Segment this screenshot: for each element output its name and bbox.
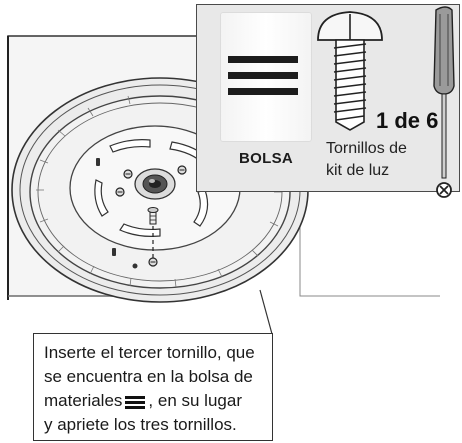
screw-label-line1: Tornillos de [326, 140, 407, 157]
instruction-line-4: y apriete los tres tornillos. [44, 415, 237, 434]
bag-symbol-icon [125, 395, 146, 409]
instruction-line-2: se encuentra en la bolsa de [44, 367, 253, 386]
instruction-callout: Inserte el tercer tornillo, que se encue… [33, 333, 273, 441]
bag-stripe-top [228, 56, 298, 63]
screw-description: Tornillos de kit de luz [326, 138, 436, 182]
screw-label-line2: kit de luz [326, 162, 390, 179]
instruction-line-3: materiales , en su lugar [44, 389, 264, 413]
instruction-line-1: Inserte el tercer tornillo, que [44, 343, 255, 362]
bag-label: BOLSA [239, 150, 293, 167]
rim-ribs [36, 95, 282, 288]
screw-hole-marker [148, 257, 158, 267]
bag-stripe-bottom [228, 88, 298, 95]
instruction-line-3-start: materiales [44, 391, 123, 410]
instruction-line-3-end: , en su lugar [148, 391, 242, 410]
bag-stripe-middle [228, 72, 298, 79]
plate-slots [94, 139, 211, 237]
third-screw [147, 207, 159, 225]
installed-screws [115, 165, 187, 197]
quantity-label: 1 de 6 [376, 108, 439, 133]
